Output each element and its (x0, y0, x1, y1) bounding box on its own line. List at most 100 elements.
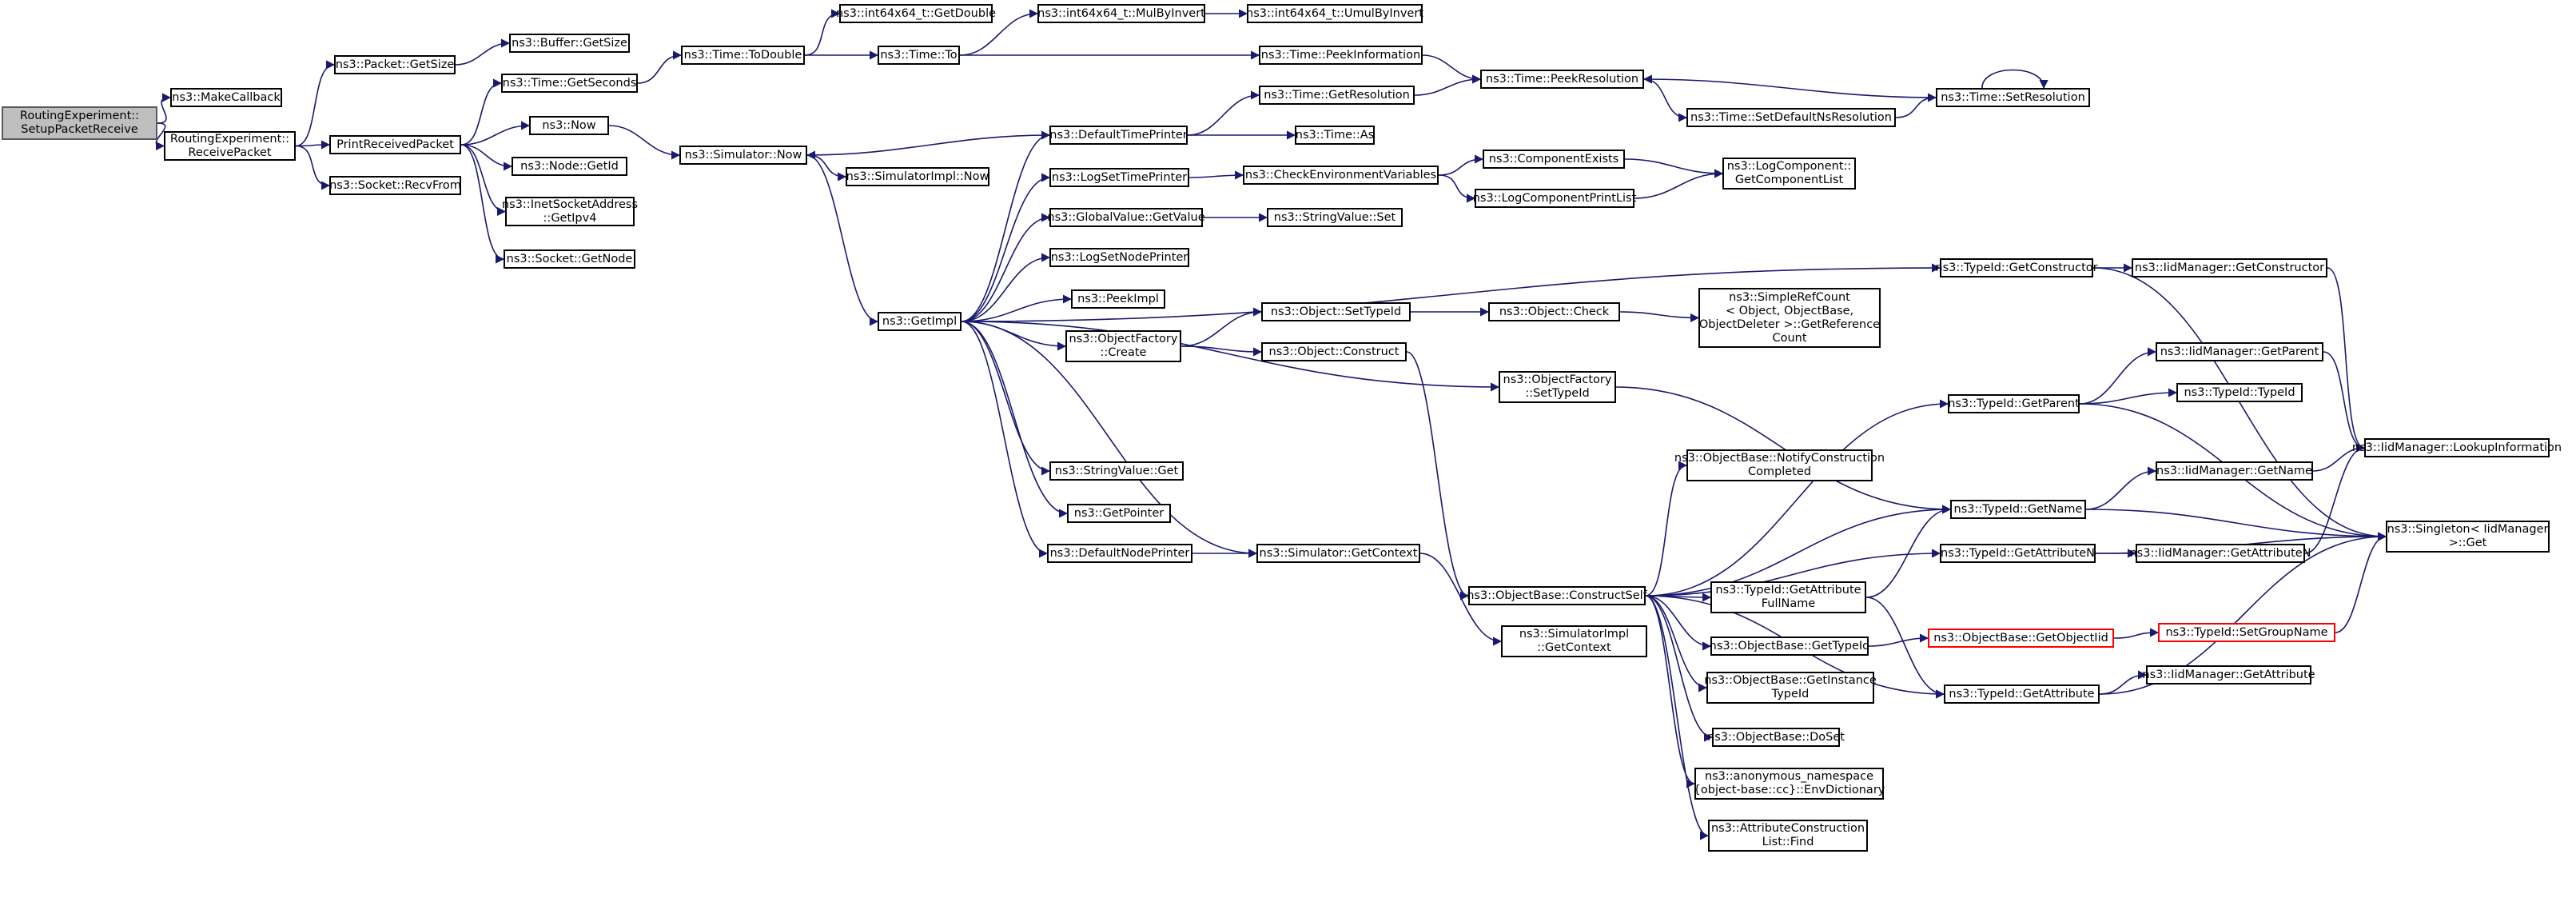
edge-getimpl-to-ofsettid (961, 321, 1500, 392)
node-svset[interactable]: ns3::StringValue::Set (1267, 208, 1403, 227)
node-doset[interactable]: ns3::ObjectBase::DoSet (1707, 728, 1845, 747)
edge-constructself-to-tidgetname (1645, 505, 1952, 597)
node-label-line: ns3::AttributeConstruction (1710, 822, 1865, 835)
node-gvgetvalue[interactable]: ns3::GlobalValue::GetValue (1047, 208, 1205, 227)
node-tidgetattrn[interactable]: ns3::TypeId::GetAttributeN (1940, 544, 2096, 563)
edge-getimpl-to-getpointer (961, 321, 1069, 518)
node-lookupinfo[interactable]: ns3::IidManager::LookupInformation (2352, 438, 2562, 457)
edge-getimpl-to-defaulttp (961, 130, 1051, 322)
node-iidgetname[interactable]: ns3::IidManager::GetName (2156, 461, 2313, 481)
node-peekinfo[interactable]: ns3::Time::PeekInformation (1259, 46, 1423, 65)
node-logcomplist[interactable]: ns3::LogComponent::GetComponentList (1722, 158, 1856, 190)
node-pktsize[interactable]: ns3::Packet::GetSize (334, 55, 456, 74)
node-label-line: ns3::LogComponent:: (1726, 160, 1852, 173)
node-simgetctx[interactable]: ns3::Simulator::GetContext (1256, 544, 1420, 563)
node-peekimpl[interactable]: ns3::PeekImpl (1071, 289, 1165, 309)
node-getres[interactable]: ns3::Time::GetResolution (1259, 86, 1415, 105)
edge-objconstruct-to-constructself (1406, 351, 1470, 601)
node-label-line: ns3::Socket::GetNode (506, 252, 633, 265)
edge-setup-to-recv (155, 122, 166, 151)
node-label-line: RoutingExperiment:: (169, 132, 290, 146)
node-umulbyinv[interactable]: ns3::int64x64_t::UmulByInvert (1246, 4, 1423, 23)
node-label-line: ns3::Buffer::GetSize (512, 36, 627, 50)
node-recv[interactable]: RoutingExperiment::ReceivePacket (164, 131, 296, 161)
node-ofcreate[interactable]: ns3::ObjectFactory::Create (1065, 330, 1181, 362)
node-getobjectiid[interactable]: ns3::ObjectBase::GetObjectIid (1928, 629, 2114, 648)
node-iidgetctor[interactable]: ns3::IidManager::GetConstructor (2132, 258, 2327, 277)
node-bufsize[interactable]: ns3::Buffer::GetSize (509, 34, 630, 53)
node-timeas[interactable]: ns3::Time::As (1295, 126, 1375, 145)
node-objcheck[interactable]: ns3::Object::Check (1488, 302, 1620, 321)
node-ofsettid[interactable]: ns3::ObjectFactory::SetTypeId (1499, 371, 1616, 403)
node-label-line: ns3::IidManager::GetAttributeN (2129, 546, 2311, 560)
node-label-line: ns3::Now (542, 118, 596, 132)
node-tidtid[interactable]: ns3::TypeId::TypeId (2176, 383, 2303, 402)
edge-getimpl-to-logtp (961, 173, 1051, 322)
node-label-line: ns3::Simulator::GetContext (1259, 546, 1418, 560)
node-label-line: GetComponentList (1734, 174, 1844, 186)
node-label-line: ns3::TypeId::SetGroupName (2165, 625, 2328, 639)
node-iidgetattr[interactable]: ns3::IidManager::GetAttribute (2142, 665, 2315, 684)
node-todouble[interactable]: ns3::Time::ToDouble (681, 46, 805, 65)
node-inet[interactable]: ns3::InetSocketAddress::GetIpv4 (501, 197, 639, 226)
node-obgettid[interactable]: ns3::ObjectBase::GetTypeId (1710, 637, 1869, 656)
node-now[interactable]: ns3::Now (529, 116, 609, 135)
node-objconstruct[interactable]: ns3::Object::Construct (1261, 342, 1407, 361)
edge-todouble-to-getdouble (804, 9, 841, 56)
node-mulbyinv[interactable]: ns3::int64x64_t::MulByInvert (1037, 4, 1205, 23)
node-logprintlist[interactable]: ns3::LogComponentPrintList (1473, 189, 1636, 208)
node-setup[interactable]: RoutingExperiment::SetupPacketReceive (2, 106, 157, 140)
node-nodeid[interactable]: ns3::Node::GetId (512, 157, 627, 176)
node-setres[interactable]: ns3::Time::SetResolution (1936, 88, 2090, 107)
node-checkenv[interactable]: ns3::CheckEnvironmentVariables (1243, 166, 1439, 185)
node-objsettid[interactable]: ns3::Object::SetTypeId (1261, 302, 1411, 321)
node-envdict[interactable]: ns3::anonymous_namespace{object-base::cc… (1694, 768, 1885, 800)
node-lognp[interactable]: ns3::LogSetNodePrinter (1049, 248, 1189, 267)
node-label-line: ::GetIpv4 (543, 211, 597, 225)
node-iidgetparent[interactable]: ns3::IidManager::GetParent (2156, 342, 2323, 361)
node-peekres[interactable]: ns3::Time::PeekResolution (1480, 70, 1644, 89)
edge-getimpl-to-peekimpl (961, 294, 1073, 322)
node-simnow[interactable]: ns3::Simulator::Now (679, 146, 807, 165)
edge-getimpl-to-lognp (961, 253, 1051, 322)
node-simplerc[interactable]: ns3::SimpleRefCount< Object, ObjectBase,… (1698, 288, 1881, 348)
node-label-line: ns3::InetSocketAddress (501, 198, 639, 211)
node-defaulttp[interactable]: ns3::DefaultTimePrinter (1049, 126, 1188, 145)
node-getpointer[interactable]: ns3::GetPointer (1067, 504, 1171, 523)
edge-simgetctx-to-simimplctx (1419, 553, 1503, 646)
node-defaultnp[interactable]: ns3::DefaultNodePrinter (1047, 544, 1192, 563)
node-sockgetnode[interactable]: ns3::Socket::GetNode (504, 249, 635, 269)
node-getimpl[interactable]: ns3::GetImpl (878, 312, 962, 331)
node-printrx[interactable]: PrintReceivedPacket (329, 135, 461, 154)
node-getdouble[interactable]: ns3::int64x64_t::GetDouble (836, 4, 996, 23)
node-logtp[interactable]: ns3::LogSetTimePrinter (1049, 168, 1189, 187)
node-singleton[interactable]: ns3::Singleton< IidManager>::Get (2386, 521, 2550, 553)
node-iidgetattrn[interactable]: ns3::IidManager::GetAttributeN (2129, 544, 2311, 563)
node-timeto[interactable]: ns3::Time::To (878, 46, 960, 65)
node-tidgetparent[interactable]: ns3::TypeId::GetParent (1948, 394, 2080, 413)
node-recvfrom[interactable]: ns3::Socket::RecvFrom (329, 176, 461, 195)
node-svget[interactable]: ns3::StringValue::Get (1049, 461, 1184, 481)
node-makecb[interactable]: ns3::MakeCallback (170, 88, 282, 107)
node-compexists[interactable]: ns3::ComponentExists (1483, 150, 1625, 169)
node-label-line: ns3::IidManager::GetAttribute (2142, 668, 2315, 681)
node-label-line: ns3::SimulatorImpl (1519, 628, 1630, 641)
node-label-line: < Object, ObjectBase, (1725, 304, 1854, 317)
node-tidgetctor[interactable]: ns3::TypeId::GetConstructor (1935, 258, 2098, 277)
node-simimplnow[interactable]: ns3::SimulatorImpl::Now (846, 167, 989, 186)
node-constructself[interactable]: ns3::ObjectBase::ConstructSelf (1467, 586, 1647, 605)
node-getsec[interactable]: ns3::Time::GetSeconds (501, 74, 638, 93)
node-setgroupname[interactable]: ns3::TypeId::SetGroupName (2158, 623, 2335, 642)
node-simimplctx[interactable]: ns3::SimulatorImpl::GetContext (1501, 625, 1647, 657)
node-label-line: ns3::Object::Check (1499, 305, 1610, 318)
node-label-line: PrintReceivedPacket (336, 138, 454, 151)
node-tidgetattr[interactable]: ns3::TypeId::GetAttribute (1944, 684, 2100, 704)
node-setdefres[interactable]: ns3::Time::SetDefaultNsResolution (1686, 108, 1896, 127)
node-tidgetname[interactable]: ns3::TypeId::GetName (1950, 500, 2086, 519)
edge-defaulttp-to-simnow (806, 134, 1050, 160)
